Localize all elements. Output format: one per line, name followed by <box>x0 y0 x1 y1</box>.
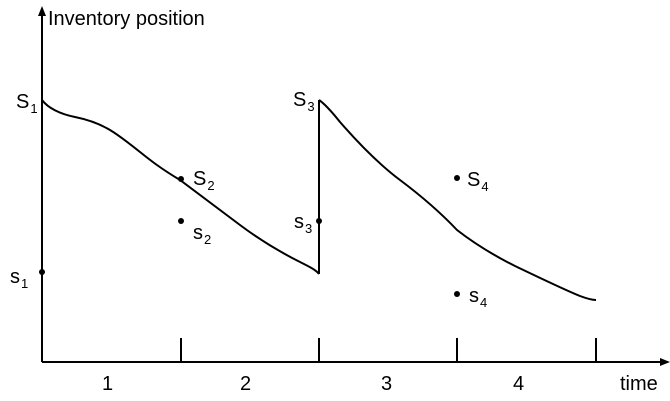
label-s3: s3 <box>294 211 312 236</box>
period-label-3: 3 <box>381 373 392 395</box>
point-s4 <box>454 291 460 297</box>
label-S3: S3 <box>293 89 315 114</box>
label-S1: S1 <box>16 91 38 116</box>
period-label-2: 2 <box>240 373 251 395</box>
period-label-4: 4 <box>513 373 524 395</box>
label-s2: s2 <box>193 222 211 247</box>
point-s3 <box>316 218 322 224</box>
label-s4: s4 <box>469 285 487 310</box>
inventory-curve-segment-2 <box>318 99 597 301</box>
label-S4: S4 <box>467 169 489 194</box>
period-label-1: 1 <box>102 373 113 395</box>
y-axis-arrow-icon <box>38 6 46 16</box>
label-s1: s1 <box>10 266 28 291</box>
inventory-curve-segment-1 <box>41 99 320 275</box>
x-axis-label: time <box>620 373 658 395</box>
point-S2 <box>178 176 184 182</box>
point-s1 <box>39 269 45 275</box>
y-axis-label: Inventory position <box>48 8 205 30</box>
point-S4 <box>454 175 460 181</box>
point-s2 <box>178 218 184 224</box>
x-axis-arrow-icon <box>660 358 670 366</box>
label-S2: S2 <box>193 168 215 193</box>
